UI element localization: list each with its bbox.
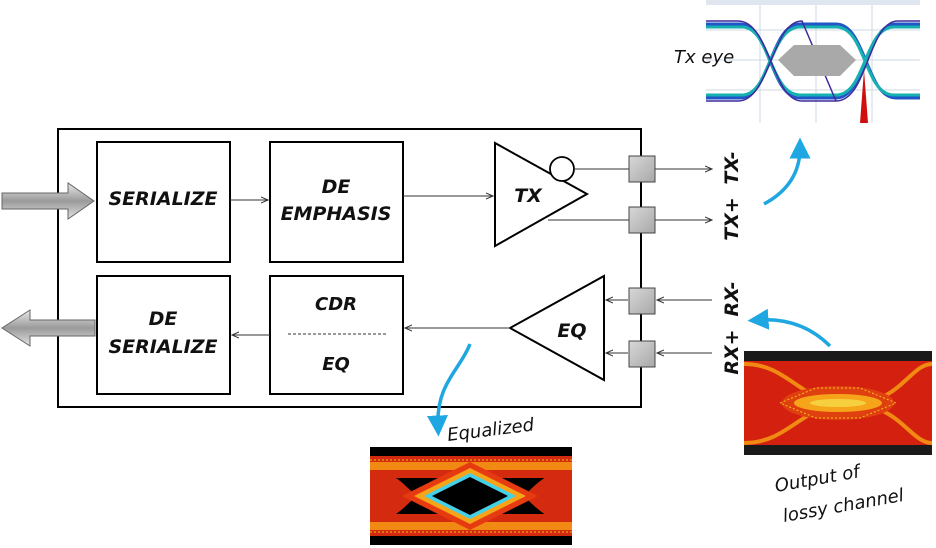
- tx-eye-label: Tx eye: [674, 47, 734, 68]
- eq-amp-label: EQ: [557, 320, 586, 342]
- cdr-eq-block: [269, 275, 404, 395]
- pad-rx-plus: [628, 340, 656, 368]
- lossy-channel-eye-diagram: [744, 351, 932, 455]
- serialize-block: [96, 141, 231, 263]
- tx-eye-jitter-spike: [860, 70, 868, 123]
- pad-rx-minus: [628, 287, 656, 315]
- equalized-label: Equalized: [446, 414, 536, 446]
- cdr-eq-label: EQ: [322, 354, 350, 375]
- pin-label-rx-minus: RX-: [721, 282, 743, 317]
- pin-label-rx-plus: RX+: [721, 329, 743, 374]
- eq-amp-triangle: [507, 274, 605, 382]
- de-emphasis-block: [269, 141, 404, 263]
- pin-label-tx-minus: TX-: [721, 151, 743, 184]
- tx-driver-triangle: [494, 141, 590, 248]
- tx-label: TX: [514, 185, 543, 207]
- de-serialize-label-1: DE: [149, 308, 178, 330]
- lossy-label-1: Output of: [773, 461, 864, 497]
- serialize-label: SERIALIZE: [109, 188, 218, 210]
- chip-outline: [57, 128, 642, 408]
- tx-eye-pointer-arrow: [763, 137, 811, 206]
- pad-tx-minus: [628, 155, 656, 183]
- de-emphasis-label-2: EMPHASIS: [281, 203, 392, 225]
- cdr-label: CDR: [315, 294, 357, 315]
- de-serialize-block: [96, 275, 231, 395]
- de-serialize-label-2: SERIALIZE: [109, 336, 218, 358]
- tx-eye-mask: [778, 45, 856, 76]
- output-arrow: [1, 309, 96, 347]
- equalized-pointer-arrow: [427, 343, 472, 437]
- rx-input-pointer-arrow: [747, 308, 832, 348]
- tx-inverting-bubble: [549, 156, 575, 182]
- de-emphasis-label-1: DE: [322, 176, 351, 198]
- equalized-eye-diagram: [370, 447, 572, 545]
- pad-tx-plus: [628, 206, 656, 234]
- tx-eye-diagram: [706, 0, 920, 123]
- pin-label-tx-plus: TX+: [721, 197, 743, 241]
- input-arrow: [1, 182, 95, 220]
